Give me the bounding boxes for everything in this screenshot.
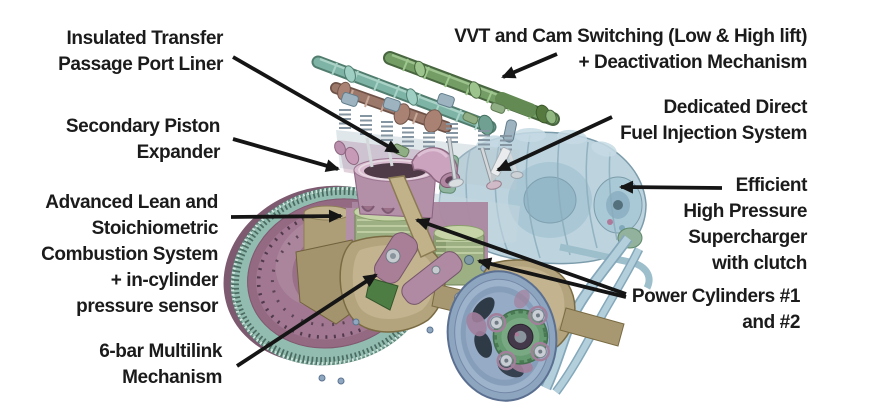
arrow-insulated-transfer [232, 55, 400, 154]
label-combustion-system: Advanced Lean and Stoichiometric Combust… [41, 192, 218, 317]
arrow-vvt [501, 52, 558, 79]
label-supercharger: Efficient High Pressure Supercharger wit… [683, 175, 807, 274]
link-arm [401, 251, 463, 305]
wrist-pin [464, 255, 474, 265]
camshaft-teal [311, 55, 497, 136]
arrow-multilink [235, 273, 378, 368]
label-multilink: 6-bar Multilink Mechanism [99, 341, 222, 388]
label-power-cylinders: Power Cylinders #1 and #2 [631, 286, 801, 333]
hub-bolts [486, 305, 551, 371]
label-insulated-transfer: Insulated Transfer Passage Port Liner [58, 28, 223, 75]
arrow-power-cylinder-1 [415, 217, 627, 296]
expander-conrod [387, 175, 437, 259]
arrow-combustion [230, 209, 343, 223]
arrow-secondary-piston [232, 137, 340, 172]
cam-lobe [423, 109, 443, 133]
label-vvt-cam-switching: VVT and Cam Switching (Low & High lift) … [454, 26, 807, 73]
intake-port [344, 146, 360, 166]
arrow-fuel-injection [496, 115, 613, 172]
label-secondary-piston: Secondary Piston Expander [65, 116, 220, 163]
arrow-supercharger [619, 180, 723, 194]
crank-pulley [446, 270, 558, 402]
callout-arrows [230, 52, 723, 368]
flywheel-bolt [337, 377, 345, 385]
flywheel-bolt [318, 374, 326, 382]
valve-head [448, 178, 464, 188]
arrow-power-cylinder-2 [477, 257, 627, 299]
transfer-passage-liner [411, 147, 461, 188]
label-fuel-injection: Dedicated Direct Fuel Injection System [620, 97, 807, 144]
pulley-window [474, 330, 493, 358]
crank-nose [559, 307, 625, 347]
valve-springs [339, 109, 512, 151]
camshaft-green [383, 51, 560, 126]
